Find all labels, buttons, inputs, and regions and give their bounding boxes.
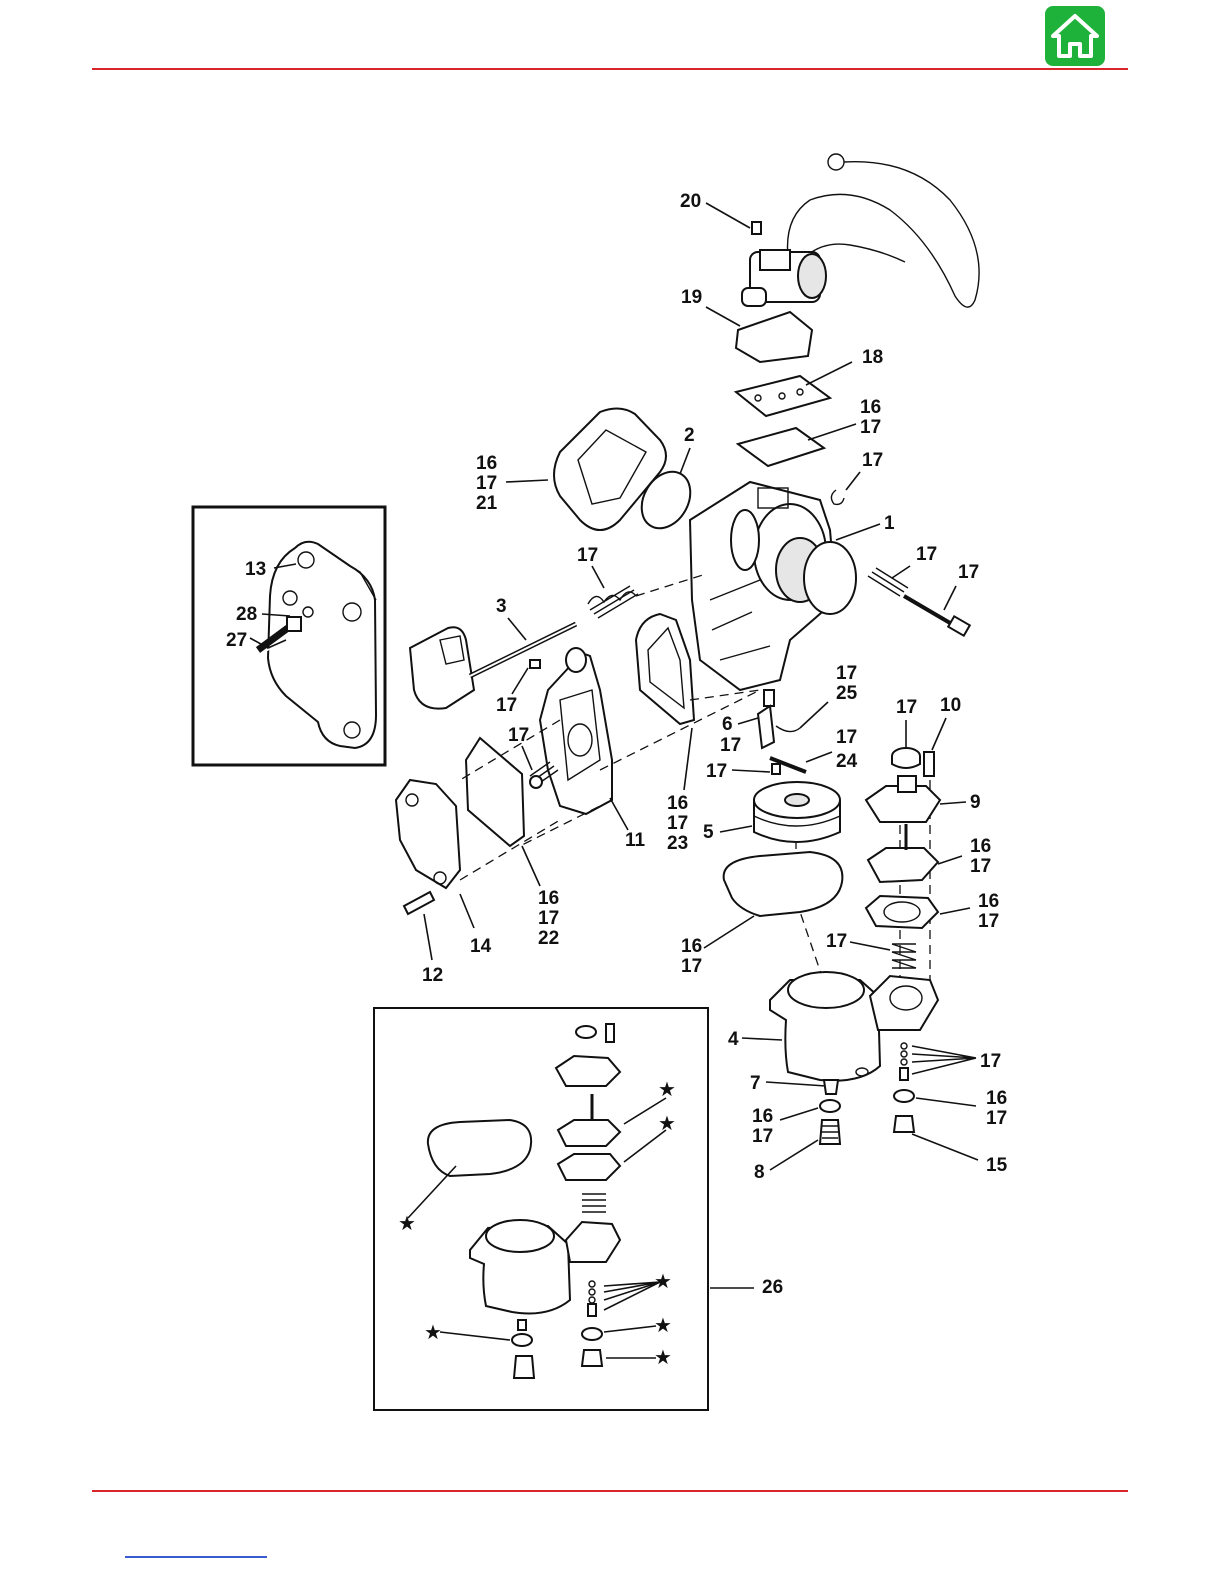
callout-17q: 17 [538, 908, 559, 929]
callout-11: 11 [625, 830, 646, 851]
gasket-16-17-top [738, 428, 824, 466]
callout-6: 6 [722, 714, 733, 735]
solenoid-assembly [736, 154, 979, 362]
callout-19: 19 [681, 287, 702, 308]
callout-17f: 17 [958, 562, 979, 583]
callout-16b: 16 [476, 453, 497, 474]
kit-star: ★ [424, 1320, 442, 1344]
callout-17n: 17 [667, 813, 688, 834]
callout-17h: 17 [508, 725, 529, 746]
callout-21: 21 [476, 493, 498, 514]
callout-9: 9 [970, 792, 981, 813]
callout-17c: 17 [476, 473, 497, 494]
cover-11 [540, 654, 612, 814]
callout-7: 7 [750, 1073, 761, 1094]
callout-5: 5 [703, 822, 714, 843]
callout-17d: 17 [577, 545, 598, 566]
gasket-16-17-22 [466, 738, 524, 846]
callout-8: 8 [754, 1162, 765, 1183]
callout-15: 15 [986, 1155, 1008, 1176]
callout-17v: 17 [986, 1108, 1007, 1129]
float-5 [754, 782, 840, 842]
footer-rule [92, 1490, 1128, 1492]
float-bowl-4 [770, 972, 938, 1081]
jets-17 [900, 1043, 908, 1080]
callout-17p: 17 [978, 911, 999, 932]
footer-link[interactable] [125, 1556, 267, 1558]
inset-cover-box [193, 507, 385, 765]
callout-17b: 17 [862, 450, 883, 471]
callout-17t: 17 [980, 1051, 1001, 1072]
carburetor-body-1 [690, 482, 856, 690]
callout-16a: 16 [860, 397, 881, 418]
kit-star: ★ [658, 1111, 676, 1135]
callout-17r: 17 [681, 956, 702, 977]
callout-22: 22 [538, 928, 559, 949]
kit-star: ★ [654, 1345, 672, 1369]
gasket-18 [736, 376, 830, 416]
callout-26: 26 [762, 1277, 783, 1298]
callout-16f: 16 [538, 888, 559, 909]
callout-16h: 16 [752, 1106, 773, 1127]
callout-14: 14 [470, 936, 492, 957]
kit-star: ★ [654, 1313, 672, 1337]
callout-17k: 17 [836, 727, 857, 748]
gasket-16-17-right [866, 896, 938, 928]
callout-1: 1 [884, 513, 895, 534]
callout-16i: 16 [986, 1088, 1007, 1109]
callout-17g: 17 [496, 695, 517, 716]
kit-star: ★ [658, 1077, 676, 1101]
kit-star: ★ [398, 1211, 416, 1235]
callout-28: 28 [236, 604, 257, 625]
callout-17o: 17 [970, 856, 991, 877]
callout-17h2: 17 [836, 663, 857, 684]
callout-4: 4 [728, 1029, 739, 1050]
callout-17j: 17 [720, 735, 741, 756]
callout-16d: 16 [970, 836, 991, 857]
kit-star: ★ [654, 1269, 672, 1293]
plug-15 [894, 1116, 914, 1132]
callout-17u: 17 [752, 1126, 773, 1147]
callout-17a: 17 [860, 417, 881, 438]
cover-14 [396, 780, 460, 888]
callout-2: 2 [684, 425, 695, 446]
callout-24: 24 [836, 751, 858, 772]
callout-16c: 16 [667, 793, 688, 814]
screw-12 [404, 892, 434, 914]
callout-17i: 17 [896, 697, 917, 718]
callout-16e: 16 [978, 891, 999, 912]
callout-17s: 17 [826, 931, 847, 952]
callout-23: 23 [667, 833, 688, 854]
callout-25: 25 [836, 683, 858, 704]
callout-3: 3 [496, 596, 507, 617]
callout-10: 10 [940, 695, 961, 716]
callout-13: 13 [245, 559, 266, 580]
callout-20: 20 [680, 191, 701, 212]
callout-18: 18 [862, 347, 883, 368]
bowl-gasket-16-17 [724, 852, 843, 916]
callout-16g: 16 [681, 936, 702, 957]
callout-17e: 17 [916, 544, 937, 565]
callout-12: 12 [422, 965, 443, 986]
callout-27: 27 [226, 630, 247, 651]
diaphragm-16-17 [868, 848, 938, 882]
callout-17l: 17 [706, 761, 727, 782]
